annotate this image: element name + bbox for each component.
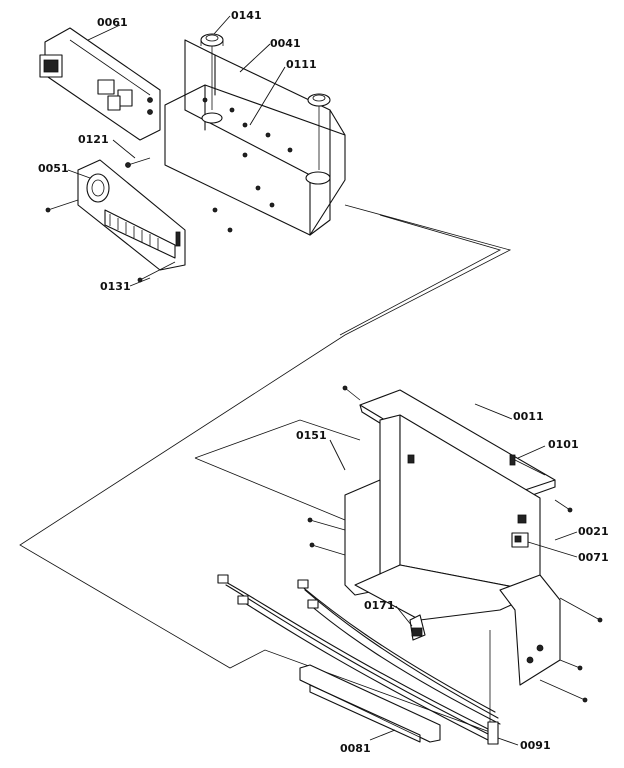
callout-0051: 0051 bbox=[38, 162, 69, 175]
callout-0121: 0121 bbox=[78, 133, 109, 146]
housing-screws bbox=[202, 97, 293, 233]
callout-0081: 0081 bbox=[340, 742, 371, 755]
callout-0101: 0101 bbox=[548, 438, 579, 451]
clip-0171 bbox=[409, 614, 426, 641]
chassis-0021 bbox=[307, 414, 603, 703]
control-panel-0081 bbox=[299, 664, 441, 743]
assembly-link-line-lower bbox=[194, 419, 361, 459]
callout-0091: 0091 bbox=[520, 739, 551, 752]
callout-labels: 0061 0141 0041 0111 0121 0051 0131 0011 … bbox=[38, 9, 609, 755]
callout-0141: 0141 bbox=[231, 9, 262, 22]
control-board-0061 bbox=[39, 27, 161, 141]
callout-0041: 0041 bbox=[270, 37, 301, 50]
callout-0061: 0061 bbox=[97, 16, 128, 29]
switch-0071 bbox=[511, 532, 529, 548]
callout-0011: 0011 bbox=[513, 410, 544, 423]
callout-0111: 0111 bbox=[286, 58, 317, 71]
wire-harness-0091 bbox=[217, 574, 501, 745]
callout-0071: 0071 bbox=[578, 551, 609, 564]
housing-0041 bbox=[164, 39, 346, 236]
callout-0151: 0151 bbox=[296, 429, 327, 442]
callout-0131: 0131 bbox=[100, 280, 131, 293]
cap-0141 bbox=[200, 33, 331, 170]
assembly-link-line-lower-2 bbox=[194, 457, 346, 521]
callout-0021: 0021 bbox=[578, 525, 609, 538]
fan-bracket-0051 bbox=[45, 157, 186, 283]
assembly-link-line-upper bbox=[339, 214, 502, 336]
callout-0171: 0171 bbox=[364, 599, 395, 612]
assembly-link-line bbox=[19, 204, 512, 733]
